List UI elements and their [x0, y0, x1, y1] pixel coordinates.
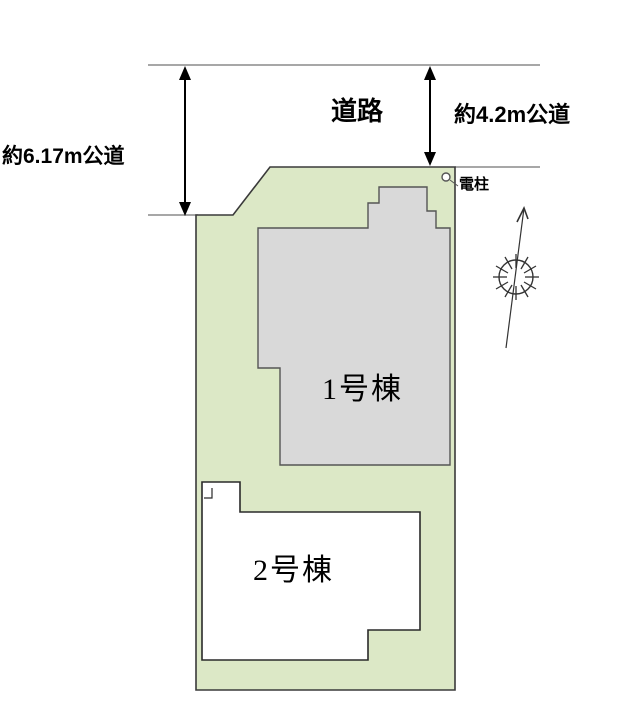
utility-pole-label: 電柱 [459, 176, 490, 193]
right-dimension-arrow [424, 66, 436, 166]
building2-corner-detail [204, 488, 213, 499]
building2-label: 2号棟 [253, 554, 334, 587]
utility-pole-leader-line [449, 179, 459, 187]
right-road-width-label: 約4.2m公道 [454, 102, 571, 127]
compass-icon [493, 205, 539, 349]
building2-footprint [201, 481, 421, 661]
road-label: 道路 [331, 96, 384, 126]
building1-footprint [257, 186, 451, 466]
compass-needle-arrow [516, 205, 529, 223]
building1-label: 1号棟 [322, 373, 403, 406]
left-road-width-label: 約6.17m公道 [2, 145, 125, 168]
utility-pole-marker [441, 172, 451, 182]
compass-spokes [493, 254, 539, 300]
left-dimension-arrow [179, 66, 191, 216]
compass-needle-line [505, 207, 525, 349]
